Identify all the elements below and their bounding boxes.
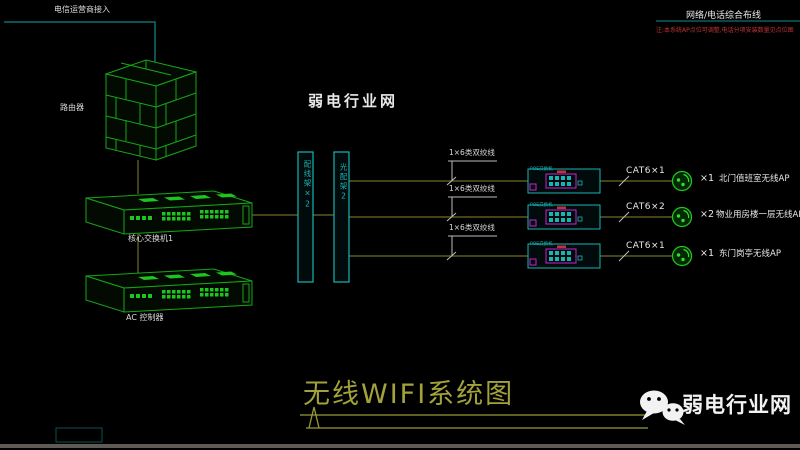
cable-label: 1×6类双绞线 [449, 223, 495, 232]
title-block-box [55, 427, 103, 443]
cat6-label: CAT6×1 [626, 166, 666, 176]
cabling-title: 网络/电话综合布线 [686, 11, 762, 21]
network-title: 弱电行业网 [308, 92, 399, 110]
router-wall-icon [104, 59, 198, 161]
ap-count: ×1 [700, 248, 715, 259]
router-label: 路由器 [60, 103, 84, 112]
cat6-label: CAT6×1 [626, 241, 666, 251]
cable-label: 1×6类双绞线 [449, 184, 495, 193]
poe-switch-icon [527, 204, 601, 230]
ap-count: ×1 [700, 173, 715, 184]
telecom-access-label: 电信运营商接入 [54, 5, 110, 14]
switch-device-icon [85, 190, 253, 235]
poe-switch-label: POE交换机 [530, 242, 553, 247]
telecom-feed-line [4, 21, 156, 66]
wireless-ap-icon [671, 245, 693, 267]
poe-switch-icon [527, 168, 601, 194]
poe-switch-label: POE交换机 [530, 167, 553, 172]
patch-panel-column [297, 151, 314, 283]
ap-location-label: 北门值班室无线AP [719, 174, 790, 184]
wechat-icon [640, 390, 685, 425]
fiber-panel-label: 光配架2 [339, 163, 348, 203]
poe-switch-icon [527, 243, 601, 269]
poe-indicator [557, 170, 566, 173]
cable-callouts [446, 160, 630, 262]
diagram-title: 无线WIFI系统图 [303, 379, 515, 410]
drawing-note: 注:本系统AP点位可调整,电话分项安装数量见点位图 [656, 27, 794, 34]
cable-label: 1×6类双绞线 [449, 148, 495, 157]
ac-controller-icon [85, 268, 253, 313]
ap-location-label: 东门岗亭无线AP [719, 249, 781, 259]
fiber-panel-column [333, 151, 350, 283]
wireless-ap-icon [671, 206, 693, 228]
ap-count: ×2 [700, 209, 715, 220]
ac-controller-label: AC 控制器 [126, 313, 164, 322]
patch-panel-label: 配线架×2 [303, 160, 312, 211]
footer-rule [0, 444, 800, 448]
cat6-label: CAT6×2 [626, 202, 666, 212]
brand-name: 弱电行业网 [682, 393, 792, 417]
ap-location-label: 物业用房楼一层无线AP [716, 210, 800, 220]
title-underline [300, 406, 648, 429]
poe-switch-label: POE交换机 [530, 203, 553, 208]
wireless-ap-icon [671, 170, 693, 192]
branch-wires [349, 180, 673, 257]
core-switch-label: 核心交换机1 [128, 234, 174, 243]
